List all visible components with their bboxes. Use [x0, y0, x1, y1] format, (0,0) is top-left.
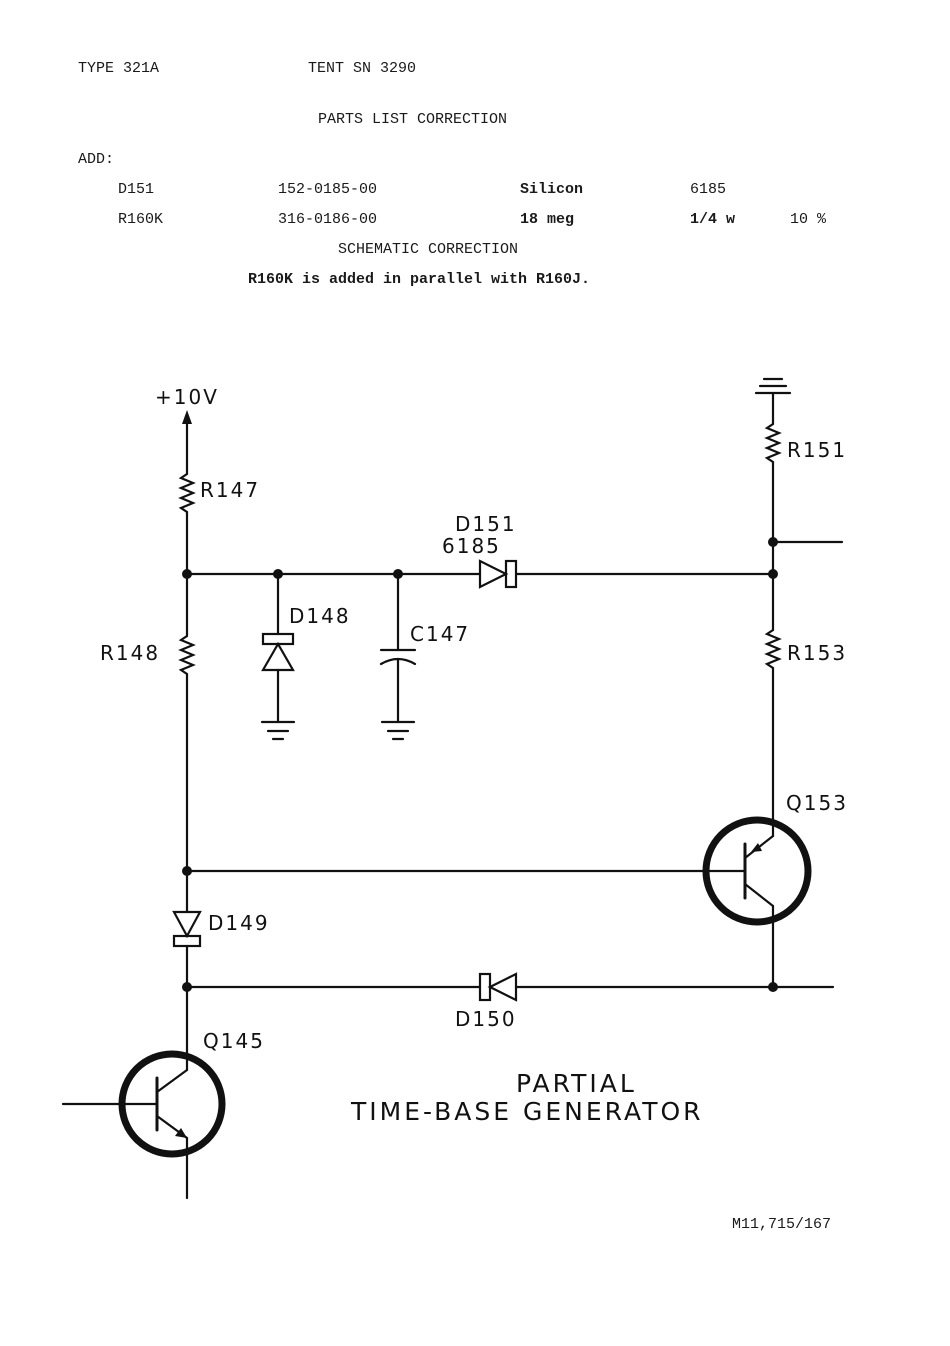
- caption-line1: PARTIAL: [516, 1069, 637, 1098]
- r153-label: R153: [787, 641, 847, 665]
- ground-icon: [756, 379, 790, 393]
- d148-label: D148: [289, 604, 351, 628]
- d149-label: D149: [208, 911, 270, 935]
- r153-resistor: [767, 574, 779, 836]
- d149-diode: [174, 912, 200, 946]
- ground-icon: [262, 722, 294, 739]
- d150-diode: [480, 974, 516, 1000]
- d151-type-label: 6185: [442, 534, 501, 558]
- ground-icon: [382, 722, 414, 739]
- d148-diode: [263, 634, 293, 670]
- d150-label: D150: [455, 1007, 517, 1031]
- q153-label: Q153: [786, 791, 848, 815]
- r148-label: R148: [100, 641, 160, 665]
- d151-label: D151: [455, 512, 517, 536]
- supply-arrow: [182, 410, 192, 470]
- footer-code: M11,715/167: [732, 1216, 831, 1233]
- supply-label: +10V: [155, 385, 219, 409]
- r148-resistor: [181, 574, 193, 871]
- d151-diode: [480, 561, 516, 587]
- q145-label: Q145: [203, 1029, 265, 1053]
- c147-label: C147: [410, 622, 470, 646]
- caption-line2: TIME-BASE GENERATOR: [350, 1097, 704, 1126]
- r147-resistor: [181, 470, 193, 574]
- r151-label: R151: [787, 438, 847, 462]
- r147-label: R147: [200, 478, 260, 502]
